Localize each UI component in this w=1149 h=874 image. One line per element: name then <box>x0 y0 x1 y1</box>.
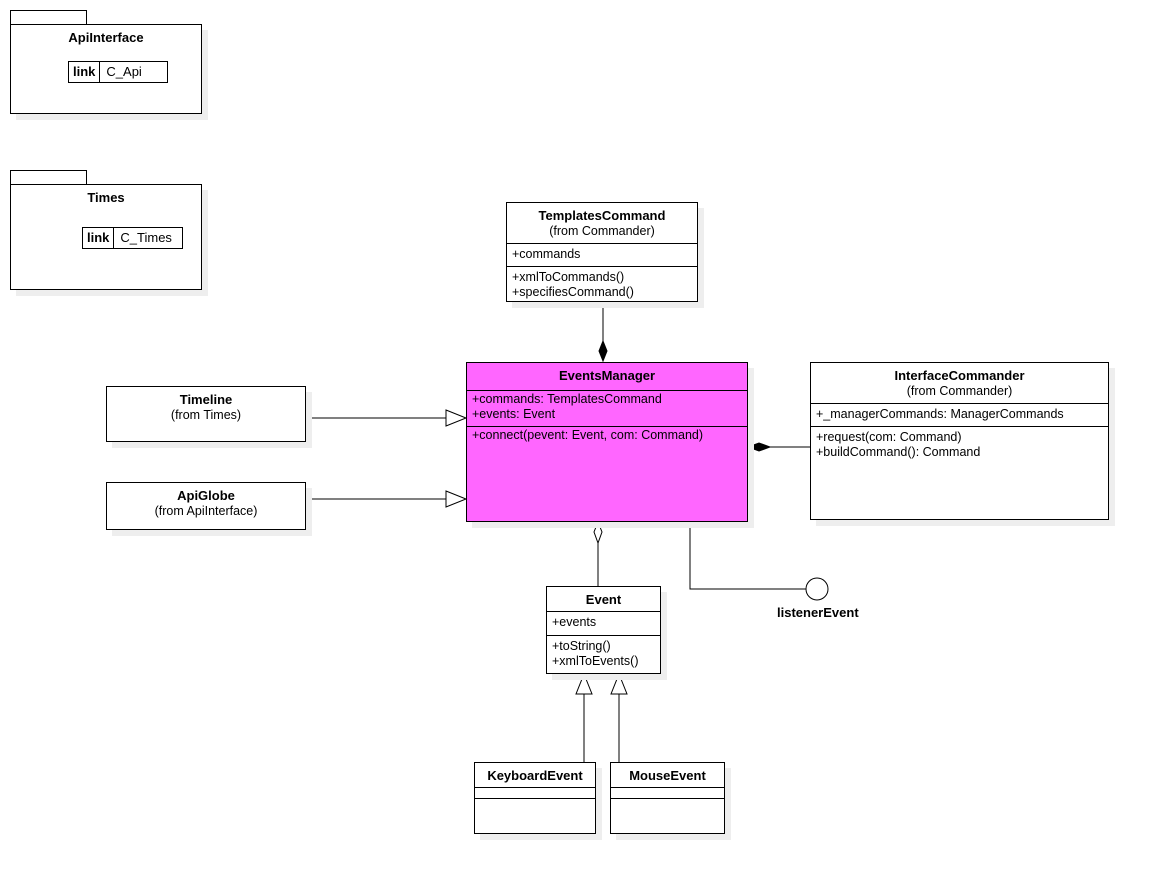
class-name: EventsManager <box>558 368 656 383</box>
class-header: EventsManager <box>467 363 747 390</box>
package-tab <box>10 170 87 185</box>
package-link[interactable]: link C_Api <box>68 61 168 83</box>
class-header: MouseEvent <box>611 763 724 787</box>
operation: +request(com: Command) <box>816 430 962 444</box>
class-origin: (from Commander) <box>549 224 655 238</box>
class-event[interactable]: Event +events +toString() +xmlToEvents() <box>546 586 661 674</box>
class-header: TemplatesCommand (from Commander) <box>507 203 697 243</box>
realization-timeline-connector[interactable] <box>306 409 468 427</box>
class-header: InterfaceCommander (from Commander) <box>811 363 1108 403</box>
class-operations <box>475 798 595 799</box>
attribute: +commands <box>512 247 581 261</box>
class-operations: +xmlToCommands() +specifiesCommand() <box>507 266 697 303</box>
class-origin: (from Times) <box>170 408 242 422</box>
class-eventsmanager[interactable]: EventsManager +commands: TemplatesComman… <box>466 362 748 522</box>
class-name: KeyboardEvent <box>487 768 583 783</box>
class-timeline[interactable]: Timeline (from Times) <box>106 386 306 442</box>
composition-templatescommand-connector[interactable] <box>598 302 608 363</box>
package-name: Times <box>87 190 125 205</box>
class-apiglobe[interactable]: ApiGlobe (from ApiInterface) <box>106 482 306 530</box>
operation: +xmlToEvents() <box>552 654 639 668</box>
class-attributes: +events <box>547 611 660 635</box>
class-templatescommand[interactable]: TemplatesCommand (from Commander) +comma… <box>506 202 698 302</box>
class-operations: +request(com: Command) +buildCommand(): … <box>811 426 1108 463</box>
package-link[interactable]: link C_Times <box>82 227 183 249</box>
class-operations: +connect(pevent: Event, com: Command) <box>467 426 747 446</box>
link-keyword: link <box>69 62 101 82</box>
composition-interfacecommander-connector[interactable] <box>746 442 810 452</box>
class-keyboardevent[interactable]: KeyboardEvent <box>474 762 596 834</box>
generalization-keyboardevent-connector[interactable] <box>575 672 593 762</box>
class-name: MouseEvent <box>629 768 706 783</box>
aggregation-event-connector[interactable] <box>593 520 603 586</box>
link-keyword: link <box>83 228 115 248</box>
attribute: +commands: TemplatesCommand <box>472 392 662 406</box>
package-apiinterface[interactable]: ApiInterface link C_Api <box>10 24 202 114</box>
interface-label: listenerEvent <box>777 605 859 620</box>
operation: +specifiesCommand() <box>512 285 634 299</box>
class-name: Event <box>585 592 622 607</box>
package-name: ApiInterface <box>68 30 144 45</box>
package-tab <box>10 10 87 25</box>
class-header: ApiGlobe (from ApiInterface) <box>107 483 305 519</box>
class-attributes <box>611 787 724 798</box>
class-attributes <box>475 787 595 798</box>
class-name: InterfaceCommander <box>894 368 1025 383</box>
operation: +xmlToCommands() <box>512 270 625 284</box>
class-attributes: +commands: TemplatesCommand +events: Eve… <box>467 390 747 426</box>
operation: +connect(pevent: Event, com: Command) <box>472 428 704 442</box>
package-times[interactable]: Times link C_Times <box>10 184 202 290</box>
class-origin: (from ApiInterface) <box>154 504 258 518</box>
class-name: Timeline <box>179 392 233 407</box>
class-header: Event <box>547 587 660 611</box>
attribute: +events <box>552 615 597 629</box>
operation: +buildCommand(): Command <box>816 445 981 459</box>
class-header: KeyboardEvent <box>475 763 595 787</box>
class-origin: (from Commander) <box>906 384 1013 398</box>
generalization-mouseevent-connector[interactable] <box>610 672 628 762</box>
attribute: +events: Event <box>472 407 556 421</box>
lollipop-interface-icon <box>805 577 829 601</box>
class-mouseevent[interactable]: MouseEvent <box>610 762 725 834</box>
interface-listenerevent-connector[interactable] <box>689 522 829 601</box>
link-value: C_Api <box>106 64 142 79</box>
class-operations: +toString() +xmlToEvents() <box>547 635 660 672</box>
class-name: TemplatesCommand <box>538 208 666 223</box>
class-operations <box>611 798 724 799</box>
attribute: +_managerCommands: ManagerCommands <box>816 407 1064 421</box>
class-name: ApiGlobe <box>177 488 235 503</box>
link-value: C_Times <box>120 230 172 245</box>
class-attributes: +_managerCommands: ManagerCommands <box>811 403 1108 426</box>
operation: +toString() <box>552 639 611 653</box>
realization-apiglobe-connector[interactable] <box>306 490 468 508</box>
class-header: Timeline (from Times) <box>107 387 305 423</box>
class-attributes: +commands <box>507 243 697 266</box>
class-interfacecommander[interactable]: InterfaceCommander (from Commander) +_ma… <box>810 362 1109 520</box>
